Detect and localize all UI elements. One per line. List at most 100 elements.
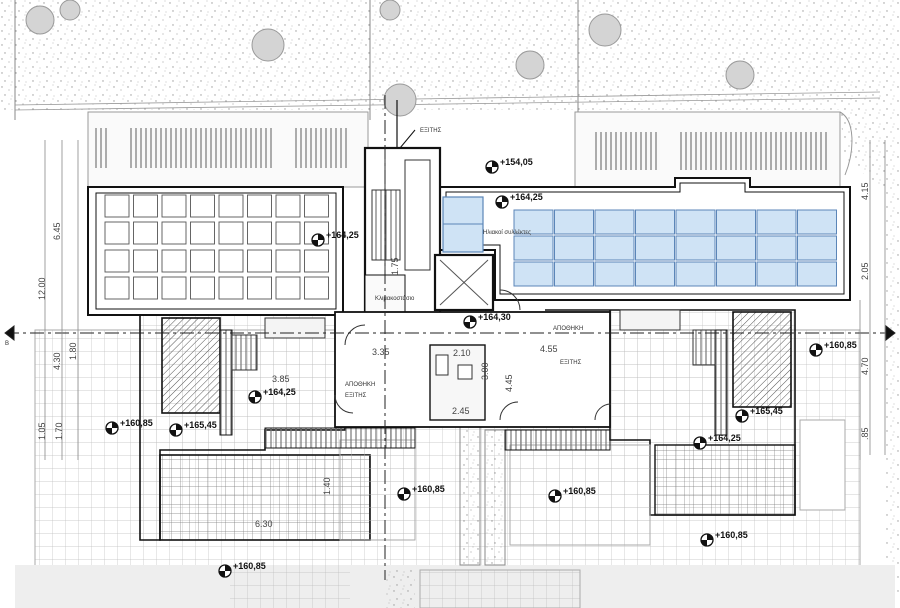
solar-panel (716, 209, 756, 235)
lvl-160-85-right: +160,85 (809, 340, 857, 357)
solar-panel (797, 209, 837, 235)
level-label: +164,25 (510, 192, 543, 202)
stair-core (363, 100, 495, 318)
room-label-stair_top: ΕΞΙΤΗΣ (420, 128, 442, 134)
roof-panel (304, 194, 329, 218)
roof-panel (104, 221, 130, 245)
level-marker-icon (809, 343, 823, 357)
level-marker-icon (485, 160, 499, 174)
roof-panel (190, 194, 215, 218)
roof-panel (218, 249, 244, 273)
lvl-165-45-left: +165,45 (169, 420, 217, 437)
roof-panel (275, 194, 301, 218)
solar-panel (594, 261, 635, 287)
roof-panel (218, 194, 244, 218)
level-label: +160,85 (563, 486, 596, 496)
level-label: +160,85 (715, 530, 748, 540)
roof-panel (104, 276, 130, 300)
lvl-160-85-left: +160,85 (105, 418, 153, 435)
roof-panel (275, 249, 301, 273)
roof-panel (104, 249, 130, 273)
dimension-label: 4.55 (540, 344, 558, 354)
level-label: +165,45 (184, 420, 217, 430)
level-label: +160,85 (824, 340, 857, 350)
roof-panel (161, 221, 187, 245)
level-marker-icon (311, 233, 325, 247)
lvl-160-85-center-right: +160,85 (548, 486, 596, 503)
level-label: +160,85 (412, 484, 445, 494)
solar-panel (675, 209, 716, 235)
level-marker-icon (169, 423, 183, 437)
room-label-apothiki_right: ΑΠΟΘΗΚΗ (553, 326, 583, 332)
room-label-stair_note: Κλιμακοστάσιο (375, 295, 415, 302)
roof-panel (133, 194, 158, 218)
room-label-solar_note: Ηλιακοί συλλέκτες (483, 229, 531, 236)
dimension-label: 1.80 (68, 342, 78, 360)
solar-panel (635, 235, 675, 261)
solar-panel (675, 261, 716, 287)
roof-panel (275, 221, 301, 245)
middle-rooms (334, 289, 612, 428)
solar-panel (635, 209, 675, 235)
solar-panel (716, 261, 756, 287)
roof-panel (133, 276, 158, 300)
axis-lines (4, 95, 896, 580)
solar-panel (797, 261, 837, 287)
roof-panel (247, 249, 272, 273)
level-marker-icon (463, 315, 477, 329)
dimension-label: 12.00 (37, 277, 47, 300)
dimension-label: 1.70 (54, 422, 64, 440)
solar-panel (756, 235, 797, 261)
dimension-lines (44, 140, 886, 460)
roof-panel (133, 221, 158, 245)
roof-panel (247, 194, 272, 218)
dimension-label: 2.10 (453, 348, 471, 358)
dimension-label: .85 (860, 427, 870, 440)
solar-panel (756, 209, 797, 235)
level-marker-icon (248, 390, 262, 404)
dimension-label: 1.05 (37, 422, 47, 440)
solar-panel (554, 209, 594, 235)
lvl-160-85-bottom-left: +160,85 (218, 561, 266, 578)
roof-panel (247, 276, 272, 300)
solar-panel (797, 235, 837, 261)
roof-panel (190, 221, 215, 245)
dimension-label: 1.40 (322, 477, 332, 495)
dimension-label: 6.30 (255, 519, 273, 529)
room-label-section_mark: B (5, 341, 9, 347)
dimension-label: 3.00 (480, 362, 490, 380)
parking-blocks (87, 111, 853, 188)
solar-panel (716, 235, 756, 261)
level-marker-icon (735, 409, 749, 423)
lvl-165-45-right: +165,45 (735, 406, 783, 423)
left-roof (87, 186, 344, 316)
dimension-label: 4.45 (504, 374, 514, 392)
solar-panel (513, 261, 554, 287)
lvl-164-25-left: +164,25 (248, 387, 296, 404)
lvl-160-85-center-left: +160,85 (397, 484, 445, 501)
roof-panel (218, 276, 244, 300)
level-marker-icon (495, 195, 509, 209)
roof-panel (133, 249, 158, 273)
dimension-label: 4.70 (860, 357, 870, 375)
roof-panel (161, 276, 187, 300)
solar-panel (513, 235, 554, 261)
level-label: +164,30 (478, 312, 511, 322)
roof-panel (275, 276, 301, 300)
lvl-160-85-bottom-right: +160,85 (700, 530, 748, 547)
solar-panel (554, 261, 594, 287)
level-label: +154,05 (500, 157, 533, 167)
solar-panel (594, 209, 635, 235)
solar-panel (594, 235, 635, 261)
lvl-164-25-roof-left: +164,25 (311, 230, 359, 247)
level-marker-icon (397, 487, 411, 501)
level-marker-icon (700, 533, 714, 547)
level-label: +164,25 (326, 230, 359, 240)
lvl-164-25-right: +164,25 (693, 433, 741, 450)
level-marker-icon (693, 436, 707, 450)
roof-panel (304, 249, 329, 273)
room-label-exitis_left: ΕΞΙΤΗΣ (345, 393, 367, 399)
level-label: +160,85 (233, 561, 266, 571)
dimension-label: 3.85 (272, 374, 290, 384)
